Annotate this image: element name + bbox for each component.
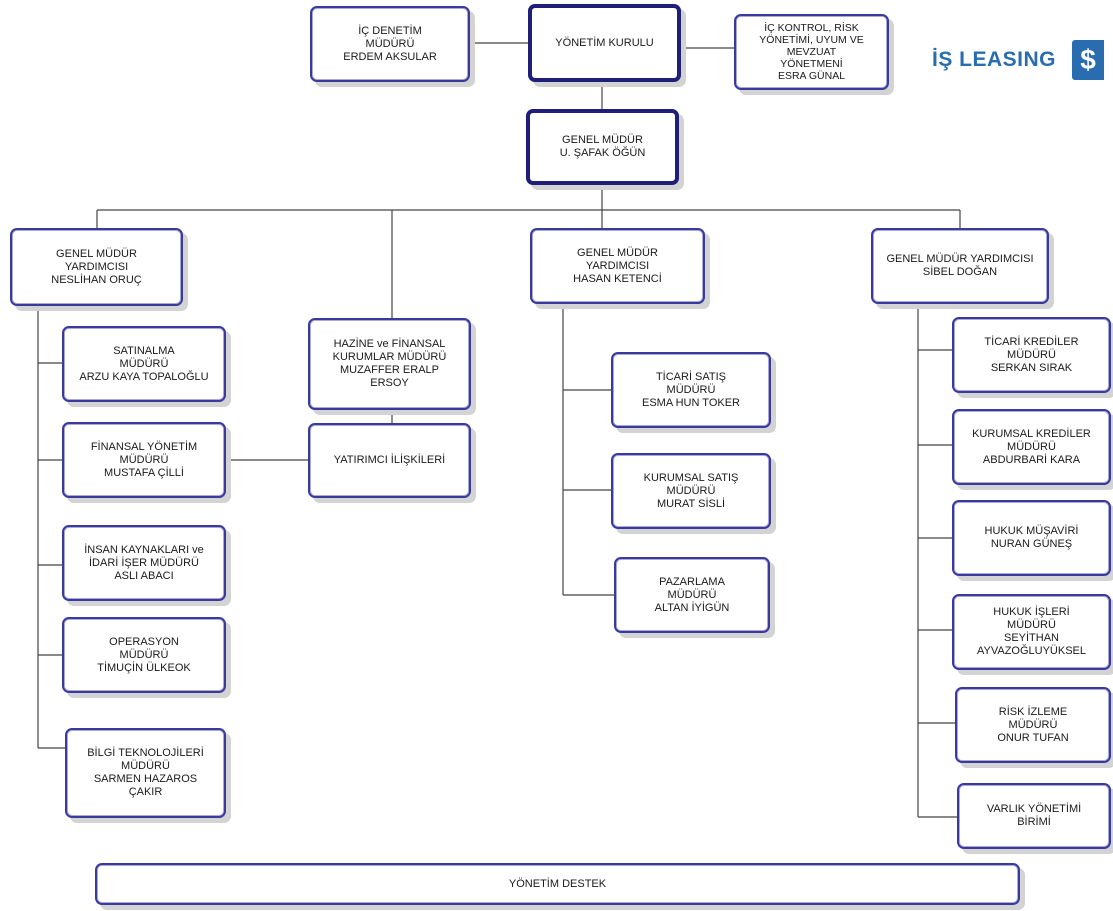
node-ic-kontrol: İÇ KONTROL, RİSK YÖNETİMİ, UYUM VE MEVZU… <box>734 14 889 90</box>
node-finansal-yonetim: FİNANSAL YÖNETİM MÜDÜRÜ MUSTAFA ÇİLLİ <box>62 422 226 498</box>
node-ticari-krediler: TİCARİ KREDİLER MÜDÜRÜ SERKAN SIRAK <box>952 317 1111 393</box>
logo-mark-icon: $ <box>1072 40 1105 80</box>
is-leasing-logo: İŞ LEASING $ <box>932 40 1105 80</box>
node-kurumsal-krediler: KURUMSAL KREDİLER MÜDÜRÜ ABDURBARİ KARA <box>952 409 1111 485</box>
node-hukuk-isleri: HUKUK İŞLERİ MÜDÜRÜ SEYİTHAN AYVAZOĞLUYÜ… <box>952 594 1111 670</box>
node-gmy-hasan: GENEL MÜDÜR YARDIMCISI HASAN KETENCİ <box>530 228 705 304</box>
logo-text: İŞ LEASING <box>932 48 1057 71</box>
node-pazarlama: PAZARLAMA MÜDÜRÜ ALTAN İYİGÜN <box>614 557 770 633</box>
node-gmy-neslihan: GENEL MÜDÜR YARDIMCISI NESLİHAN ORUÇ <box>10 228 183 306</box>
node-satinalma: SATINALMA MÜDÜRÜ ARZU KAYA TOPALOĞLU <box>62 326 226 402</box>
node-yonetim-kurulu: YÖNETİM KURULU <box>528 4 681 82</box>
node-ic-denetim: İÇ DENETİM MÜDÜRÜ ERDEM AKSULAR <box>310 6 470 82</box>
node-ticari-satis: TİCARİ SATIŞ MÜDÜRÜ ESMA HUN TOKER <box>611 352 771 428</box>
node-gmy-sibel: GENEL MÜDÜR YARDIMCISI SİBEL DOĞAN <box>871 228 1049 304</box>
node-genel-mudur: GENEL MÜDÜR U. ŞAFAK ÖĞÜN <box>526 109 679 185</box>
node-yonetim-destek: YÖNETİM DESTEK <box>95 863 1020 905</box>
node-operasyon: OPERASYON MÜDÜRÜ TİMUÇİN ÜLKEOK <box>62 617 226 693</box>
node-hukuk-musaviri: HUKUK MÜŞAVİRİ NURAN GÜNEŞ <box>952 500 1111 576</box>
node-hazine: HAZİNE ve FİNANSAL KURUMLAR MÜDÜRÜ MUZAF… <box>308 318 471 410</box>
node-yatirimci: YATIRIMCI İLİŞKİLERİ <box>308 423 471 498</box>
node-bilgi-teknolojileri: BİLGİ TEKNOLOJİLERİ MÜDÜRÜ SARMEN HAZARO… <box>65 728 226 818</box>
node-risk-izleme: RİSK İZLEME MÜDÜRÜ ONUR TUFAN <box>955 687 1111 763</box>
node-kurumsal-satis: KURUMSAL SATIŞ MÜDÜRÜ MURAT SİSLİ <box>611 453 771 529</box>
node-insan-kaynaklari: İNSAN KAYNAKLARI ve İDARİ İŞER MÜDÜRÜ AS… <box>62 525 226 601</box>
node-varlik-yonetimi: VARLIK YÖNETİMİ BİRİMİ <box>957 783 1111 849</box>
